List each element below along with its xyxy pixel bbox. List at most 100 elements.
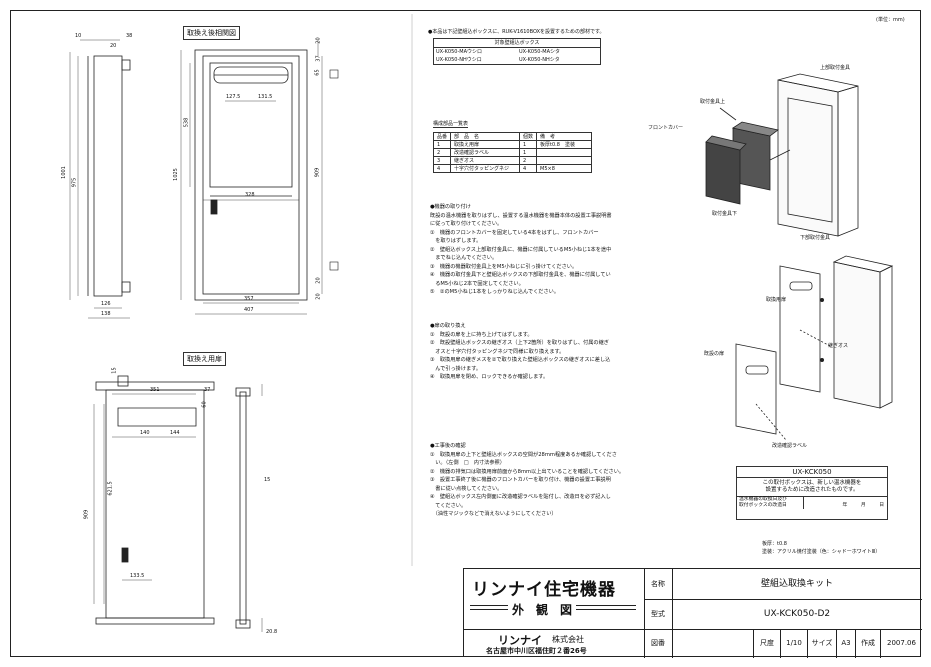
- door-notes: ●扉の取り換え ① 既設の扉を上に持ち上げてはずします。 ② 既設壁組込ボックス…: [430, 322, 610, 382]
- note-line: んで引っ掛けます。: [430, 365, 482, 372]
- spec-thickness: 板厚：t0.8: [762, 541, 787, 547]
- bom-header: 品番: [432, 132, 452, 141]
- kit-row-label1: 温水機器の取換日及び: [739, 497, 787, 502]
- iso-exploded-upper: [705, 73, 859, 237]
- note-line: ④ 取換用扉を閉め、ロックできるか確認します。: [430, 374, 549, 380]
- dim-37: 37: [315, 55, 322, 62]
- company-name: リンナイ: [498, 634, 542, 647]
- dim-20c: 20: [315, 293, 322, 300]
- kit-month: 月: [860, 503, 866, 508]
- kit-model: UX-KCK050: [737, 467, 887, 478]
- dim-20d: 20: [110, 43, 117, 49]
- dim-140: 140: [140, 430, 150, 436]
- name-label: 名称: [644, 569, 673, 599]
- label-bottom-bracket: 下部取付金具: [800, 235, 831, 241]
- door-title: ●扉の取り換え: [430, 323, 466, 329]
- size-value: A3: [837, 629, 856, 658]
- dim-138: 138: [101, 311, 111, 317]
- target-model: UX-K050-MAウシロ: [436, 49, 483, 55]
- note-line: オスと十字穴付タッピングネジで同様に取り換えます。: [430, 348, 565, 355]
- bom-cell: 1: [519, 140, 538, 149]
- bom-cell: 4: [432, 164, 452, 173]
- dim-60: 60: [201, 401, 208, 408]
- dim-10: 10: [75, 33, 82, 39]
- bom-cell: 3: [432, 156, 452, 165]
- dim-37-door: 37: [204, 387, 211, 393]
- target-box-header: 対象壁組込ボックス: [434, 39, 600, 48]
- dim-538: 538: [183, 117, 190, 128]
- view1-title: 取換え後相関図: [183, 26, 240, 40]
- dim-133-5: 133.5: [130, 573, 145, 579]
- name-row: 名称 壁組込取換キット: [644, 569, 922, 600]
- dim-407: 407: [244, 307, 254, 313]
- note-line: い。（左側 □ 内寸法参照）: [430, 460, 505, 466]
- bom-cell: 十字穴付タッピングネジ: [450, 164, 521, 173]
- title-block: リンナイ住宅機器 外 観 図 リンナイ 株式会社 名古屋市中川区福住町２番26号…: [463, 568, 922, 658]
- note-line: ⑤ ②のM5小ねじ1本をしっかりねじ込んでください。: [430, 289, 560, 295]
- label-existing-door: 既設の扉: [704, 351, 725, 357]
- dim-1025: 1025: [172, 168, 179, 181]
- dim-38: 38: [126, 33, 133, 39]
- label-mount-upper: 取付金具上: [700, 99, 726, 105]
- bom-cell: [536, 156, 593, 165]
- company-area: リンナイ 株式会社 名古屋市中川区福住町２番26号: [464, 629, 645, 658]
- label-mount-lower: 取付金具下: [712, 211, 738, 217]
- note-line: ② 既設壁組込ボックスの継ぎオス（上下2箇所）を取りはずし、付属の継ぎ: [430, 340, 609, 346]
- dim-127-5: 127.5: [226, 94, 241, 100]
- company-address: 名古屋市中川区福住町２番26号: [486, 647, 587, 655]
- kit-day: 日: [879, 503, 884, 508]
- scale-label: 尺度: [754, 629, 781, 658]
- model-label: 型式: [644, 599, 673, 629]
- bom-cell: 板厚t0.8 塗装: [536, 140, 593, 149]
- dim-20a: 20: [315, 37, 322, 44]
- install-title: ●機器の取り付け: [430, 204, 471, 210]
- dim-1001: 1001: [60, 166, 67, 179]
- view2-title: 取換え用扉: [183, 352, 226, 366]
- iso-exploded-lower: [735, 255, 894, 441]
- note-line: 既設の温水機器を取りはずし、設置する温水機器を機器本体の設置工事説明書: [430, 212, 612, 219]
- note-line: までねじ込んでください。: [430, 255, 498, 261]
- label-top-bracket: 上部取付金具: [820, 65, 851, 71]
- target-model: UX-K050-MAシタ: [519, 49, 561, 55]
- dim-357: 357: [244, 296, 254, 302]
- bom-cell: M5×8: [536, 164, 593, 173]
- kit-line2: 設置するために改造されたものです。: [737, 487, 887, 497]
- name-value: 壁組込取換キット: [760, 579, 833, 589]
- note-line: 書に従い点検してください。: [430, 485, 503, 492]
- title-block-brand-area: リンナイ住宅機器 外 観 図: [464, 569, 645, 630]
- size-label: サイズ: [808, 629, 837, 658]
- info-row: 図番 尺度 1/10 サイズ A3 作成 2007.06: [644, 629, 922, 658]
- dim-131-5: 131.5: [258, 94, 273, 100]
- note-line: ① 機器のフロントカバーを固定している4本をはずし、フロントカバー: [430, 229, 599, 236]
- note-line: ① 取換用扉の上下と壁組込ボックスの空間が28mm程度あるか確認してくださ: [430, 451, 617, 458]
- note-line: ④ 壁組込ボックス左内側面に改造確認ラベルを貼付し、改造日を必ず記入し: [430, 494, 611, 500]
- unit-note: (単位：mm): [876, 17, 905, 23]
- dim-621-5: 621.5: [107, 481, 114, 496]
- bom-title: 構成部品一覧表: [433, 121, 469, 128]
- kit-row-label2: 取付ボックスの改造日: [739, 503, 787, 508]
- model-row: 型式 UX-KCK050-D2: [644, 599, 922, 630]
- kit-year: 年: [842, 503, 848, 508]
- dim-65: 65: [314, 69, 321, 76]
- brand-name: リンナイ住宅機器: [472, 580, 616, 600]
- bom-cell: 4: [519, 164, 538, 173]
- bom-cell: 取換え用扉: [450, 140, 521, 149]
- dim-351: 351: [150, 387, 160, 393]
- note-line: ③ 設置工事終了後に機器のフロントカバーを取り付け、機器の設置工事説明: [430, 477, 611, 483]
- dim-15b: 15: [264, 477, 271, 483]
- model-value: UX-KCK050-D2: [763, 609, 831, 619]
- bom-header: 備 考: [536, 132, 593, 141]
- heater-outline: [209, 62, 293, 188]
- dim-20-8: 20.8: [266, 629, 278, 635]
- label-front-cover: フロントカバー: [648, 125, 684, 131]
- note-line: ② 機器の排気口は取換用扉前面から8mm以上出ていることを確認してください。: [430, 468, 625, 475]
- label-joint-male: 継ぎオス: [828, 343, 849, 349]
- dim-126: 126: [101, 301, 111, 307]
- spec-paint: 塗装：アクリル焼付塗装（色：シャドーホワイトⅢ）: [762, 549, 881, 555]
- check-notes: ●工事後の確認 ① 取換用扉の上下と壁組込ボックスの空間が28mm程度あるか確認…: [430, 442, 624, 519]
- drawno-value: [673, 629, 754, 658]
- bom-header: 個数: [519, 132, 538, 141]
